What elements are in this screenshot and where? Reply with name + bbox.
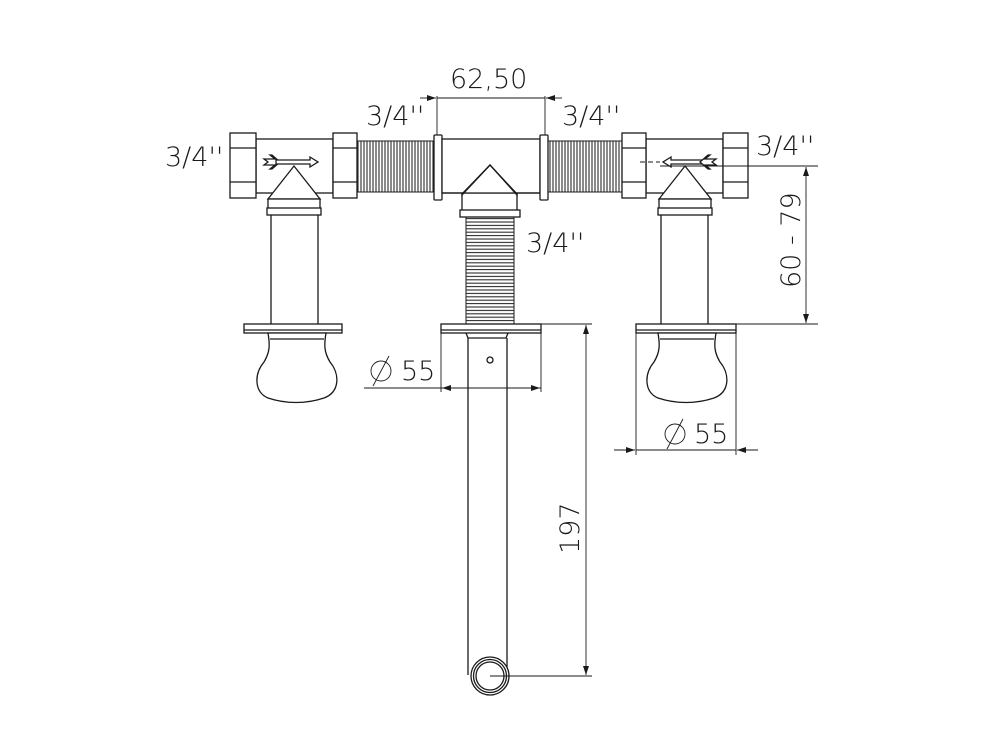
left-valve-body (229, 132, 358, 404)
left-threaded-pipe (356, 134, 443, 201)
right-valve-body (621, 132, 749, 404)
thread-label-left-inlet: 3/4'' (165, 142, 224, 173)
thread-label-spout: 3/4'' (526, 228, 585, 259)
thread-label-right-inlet: 3/4'' (756, 131, 815, 162)
dim-right-flange-diameter: 55 (694, 419, 729, 450)
diameter-symbol-icon (664, 418, 686, 450)
dimension-lines (364, 95, 818, 677)
dim-center-spacing: 62,50 (450, 64, 528, 95)
thread-label-left-pipe: 3/4'' (366, 101, 425, 132)
spout (440, 323, 542, 696)
dim-spout-length: 197 (555, 502, 586, 554)
flow-arrow-right-icon (262, 154, 281, 170)
dim-wall-depth: 60 - 79 (776, 192, 807, 288)
diameter-symbol-icon (370, 355, 392, 387)
right-threaded-pipe (539, 134, 623, 201)
thread-label-right-pipe: 3/4'' (562, 101, 621, 132)
dim-left-flange-diameter: 55 (401, 356, 436, 387)
center-tee (441, 138, 541, 325)
